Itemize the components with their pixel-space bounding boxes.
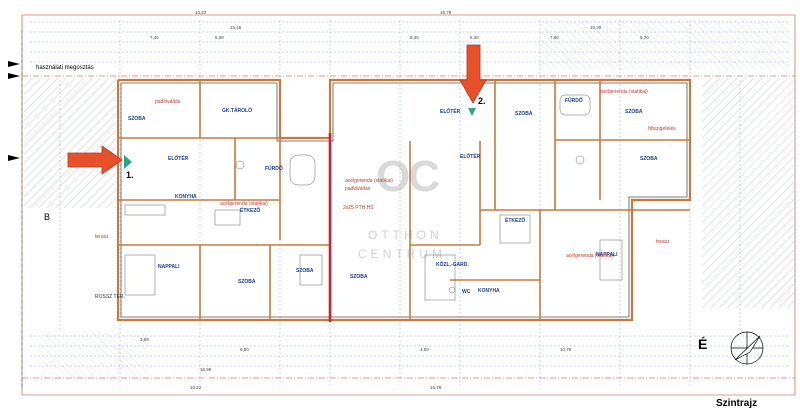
north-label: É [698, 336, 708, 352]
watermark-line1: OTTHON [368, 228, 443, 242]
compass-icon [730, 331, 764, 365]
room-label-konyha2: KONYHA [478, 288, 500, 294]
boundary-arrows [8, 61, 20, 161]
room-label-szoba1b: SZOBA [238, 279, 256, 285]
note-gerenda4: acélgerenda (statikai) [566, 253, 614, 259]
boundary-label: használati megosztás [36, 65, 94, 71]
svg-text:9,35: 9,35 [410, 35, 419, 40]
fixtures [124, 94, 623, 301]
room-label-szoba2a: SZOBA [515, 111, 533, 117]
marker-label-2: 2. [478, 96, 486, 106]
svg-text:3,50: 3,50 [140, 337, 149, 342]
drawing-title: Szintrajz [716, 398, 758, 409]
room-label-furdo2: FÜRDŐ [565, 97, 583, 104]
note-gerenda2: acélgerenda (statikai) [220, 201, 268, 207]
marker-labels: 1. 2. [126, 96, 486, 180]
room-labels: GK.TÁROLÓ SZOBA ELŐTÉR FÜRDŐ KONYHA ÉTKE… [128, 97, 658, 295]
room-label-szoba2c: SZOBA [640, 156, 658, 162]
note-fal: 2x25 PTH HS [343, 205, 374, 211]
hatch-zone-top [540, 20, 790, 70]
entrance-marker-1 [124, 155, 132, 169]
svg-text:16,95: 16,95 [200, 367, 212, 372]
hatch-zone-right [702, 78, 794, 308]
watermark-logo: OC [376, 152, 440, 201]
svg-text:5,70: 5,70 [640, 35, 649, 40]
note-ter-right: terasz [656, 239, 670, 245]
site-lines [21, 14, 796, 396]
room-label-szoba1c: SZOBA [296, 268, 314, 274]
svg-text:10,22: 10,22 [190, 385, 202, 390]
svg-text:10,30: 10,30 [590, 25, 602, 30]
room-label-sz1: SZOBA [128, 116, 146, 122]
section-label: B [44, 212, 51, 222]
svg-text:10,75: 10,75 [560, 347, 572, 352]
room-label-eloter2: ELŐTÉR [460, 152, 481, 160]
svg-text:16,78: 16,78 [440, 10, 452, 15]
room-label-nappali1: NAPPALI [158, 264, 180, 270]
marker-label-1: 1. [126, 170, 134, 180]
annotation-labels: padlóváltás padlóváltás acélgerenda (sta… [95, 89, 676, 300]
note-aljzat2: padlóváltás [345, 186, 371, 192]
svg-text:15,45: 15,45 [230, 25, 242, 30]
note-gerenda1: acélgerenda (statikai) [345, 178, 393, 184]
note-gerenda3: acélgerenda (statikai) [600, 89, 648, 95]
svg-text:7,60: 7,60 [550, 35, 559, 40]
note-aljzat1: padlóváltás [155, 99, 181, 105]
dim-numbers: 10,22 16,78 15,45 10,30 7,45 6,00 9,35 6… [140, 10, 649, 390]
arrow-markers [67, 44, 487, 175]
room-label-etkezo2: ÉTKEZŐ [505, 216, 525, 224]
entrance-arrow-left [67, 145, 123, 175]
svg-text:7,45: 7,45 [150, 35, 159, 40]
svg-text:6,50: 6,50 [240, 347, 249, 352]
note-ter-bl: ROSSZ TER. [95, 294, 125, 300]
walls-inner-shadow [120, 82, 688, 318]
room-label-wc: WC [462, 289, 471, 295]
room-label-nappali2: NAPPALI [596, 252, 618, 258]
interior-walls [118, 80, 690, 320]
room-label-szoba2b: SZOBA [625, 109, 643, 115]
note-ketto: hőszigetelés [648, 126, 676, 132]
room-label-kozl: KÖZL.-GARD. [436, 261, 469, 268]
svg-text:6,00: 6,00 [215, 35, 224, 40]
svg-text:6,30: 6,30 [470, 35, 479, 40]
walls [116, 78, 692, 322]
room-label-konyha1: KONYHA [175, 194, 197, 200]
room-label-eloter1: ELŐTÉR [168, 154, 189, 162]
note-ter-left: terasz [95, 234, 109, 240]
svg-text:16,78: 16,78 [430, 385, 442, 390]
hatch-zone-bottom [40, 330, 150, 380]
entrance-arrow-top [459, 44, 487, 104]
room-label-furdo1: FÜRDŐ [265, 165, 283, 172]
room-label-szoba2d: SZOBA [350, 274, 368, 280]
entrance-marker-2 [468, 108, 476, 116]
watermark-line2: CENTRUM [358, 247, 446, 261]
hatch-zone-left [24, 78, 116, 208]
room-label-eloter2b: ELŐTÉR [440, 107, 461, 115]
svg-text:10,22: 10,22 [195, 10, 207, 15]
room-label-etkezo1: ÉTKEZŐ [240, 206, 260, 214]
svg-text:4,50: 4,50 [420, 347, 429, 352]
room-label-gt: GK.TÁROLÓ [222, 106, 252, 114]
